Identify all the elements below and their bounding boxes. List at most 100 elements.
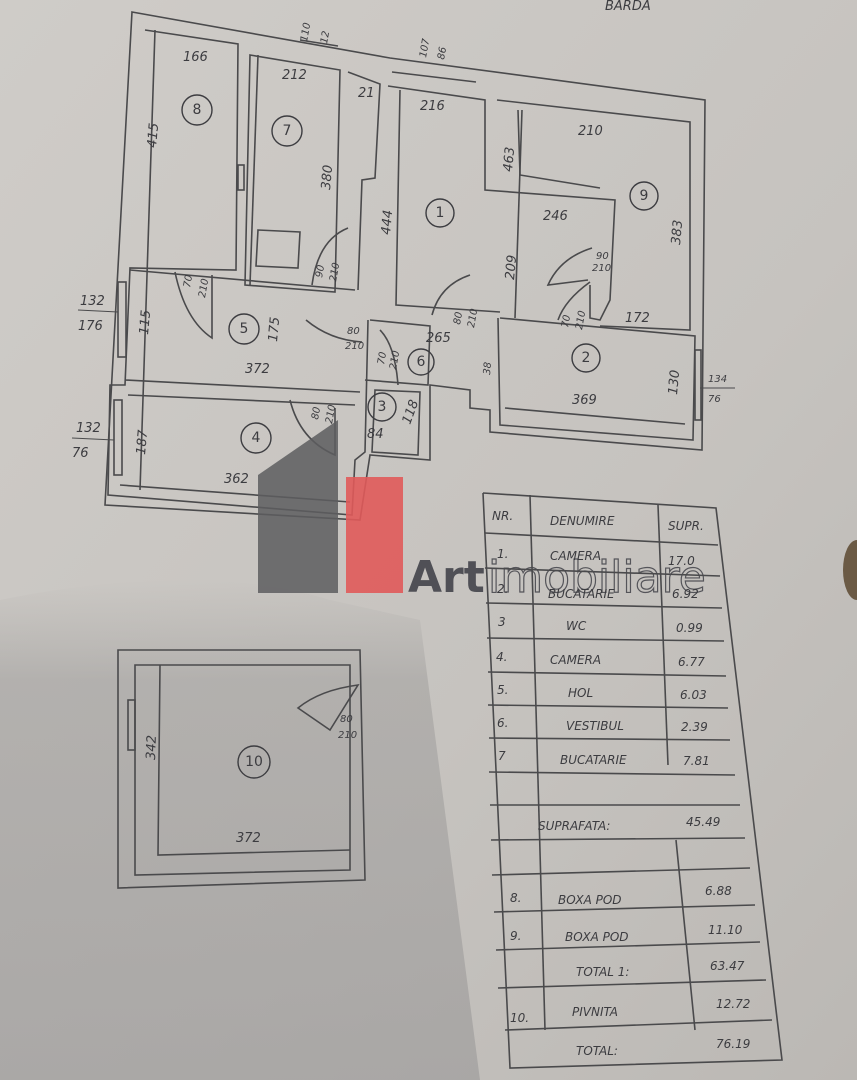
plan-label: 2 (582, 350, 591, 366)
plan-label: 90 (596, 251, 609, 262)
plan-label: 90 (314, 264, 327, 278)
plan-label: 110 (299, 22, 313, 43)
plan-label: 210 (324, 404, 338, 425)
table-row: 2. BUCATARIE 6.92 (497, 582, 699, 601)
plan-label: BUCATARIE (560, 753, 627, 767)
plan-label: TOTAL: (576, 1044, 618, 1058)
plan-label: 7.81 (683, 754, 710, 768)
plan-label: 80 (347, 326, 360, 337)
plan-label: 187 (134, 429, 151, 456)
plan-label: 80 (310, 406, 323, 420)
plan-label: 21 (358, 86, 375, 101)
plan-label: 172 (625, 311, 650, 326)
plan-label: 11.10 (708, 923, 743, 937)
plan-label: 362 (224, 472, 249, 487)
plan-label: 6. (497, 716, 508, 730)
room-2: 2 (571, 343, 601, 373)
door-swings (174, 227, 593, 732)
plan-label: 76 (72, 446, 89, 461)
plan-label: 212 (282, 68, 307, 83)
dimension-labels: 166 212 21 216 210 463 246 209 383 172 3… (134, 50, 686, 846)
table-row-total1: TOTAL 1:63.47 (576, 959, 745, 979)
plan-label: 63.47 (710, 959, 745, 973)
plan-label: 1. (497, 547, 508, 561)
plan-label: 210 (197, 278, 211, 299)
room-10: 10 (237, 745, 271, 779)
plan-label: 166 (183, 50, 208, 65)
plan-label: 210 (574, 310, 588, 331)
plan-label: 2. (497, 582, 508, 596)
plan-label: 216 (420, 99, 445, 114)
plan-label: 3 (378, 399, 387, 415)
plan-label: 372 (236, 831, 261, 846)
plan-label: 6 (417, 354, 426, 370)
plan-label: 1 (436, 205, 445, 221)
plan-label: 107 (418, 37, 432, 58)
plan-label: BOXA POD (565, 930, 629, 944)
logo-red-shape (346, 477, 403, 593)
room-1: 1 (425, 198, 455, 228)
plan-label: BOXA POD (558, 893, 622, 907)
plan-label: BUCATARIE (548, 587, 615, 601)
plan-label: 6.03 (680, 688, 707, 702)
plan-label: 210 (328, 262, 342, 283)
logo-gray-shape (258, 420, 338, 593)
plan-label: HOL (568, 686, 593, 700)
plan-label: 9. (510, 929, 521, 943)
plan-label: 210 (388, 350, 402, 371)
table-row-total: TOTAL: 76.19 (576, 1037, 750, 1058)
plan-label: 265 (426, 331, 451, 346)
room-labels: 1 2 3 4 5 6 7 8 9 10 (181, 94, 659, 779)
finger (843, 540, 857, 600)
plan-label: 372 (245, 362, 270, 377)
plan-label: 38 (482, 362, 494, 376)
plan-label: NR. (492, 509, 513, 523)
plan-label: 444 (379, 209, 396, 235)
plan-label: 210 (578, 124, 603, 139)
table-row-suprafata: SUPRAFATA:45.49 (538, 815, 720, 833)
room-3: 3 (367, 392, 397, 422)
plan-label: 4. (496, 650, 507, 664)
plan-label: 76 (708, 394, 721, 405)
plan-label: 4 (252, 430, 261, 446)
plan-label: 12.72 (716, 997, 750, 1011)
plan-label: 76.19 (716, 1037, 750, 1051)
plan-label: 17.0 (668, 554, 695, 568)
plan-label: PIVNITA (572, 1005, 618, 1019)
plan-label: 342 (144, 735, 160, 760)
logo-text-light: imobiliare (488, 552, 706, 603)
plan-label: 210 (345, 341, 364, 352)
plan-label: 115 (137, 309, 154, 335)
plan-label: 86 (436, 46, 449, 60)
plan-label: 0.99 (676, 621, 703, 635)
plan-label: 176 (78, 319, 103, 334)
plan-label: 6.92 (672, 587, 699, 601)
plan-label: 3 (498, 615, 506, 629)
plan-label: 246 (543, 209, 568, 224)
logo-text-bold: Art (408, 552, 485, 603)
plan-label: 8 (193, 102, 202, 118)
plan-label: 132 (76, 421, 101, 436)
plan-label: 210 (338, 730, 357, 741)
plan-label: 10. (510, 1011, 529, 1025)
plan-label: 84 (367, 427, 384, 442)
plan-label: 210 (466, 308, 480, 329)
plan-label: 45.49 (686, 815, 720, 829)
room-7: 7 (271, 115, 303, 147)
plan-label: 6.88 (705, 884, 732, 898)
plan-label: 175 (266, 316, 283, 342)
plan-label: 80 (340, 714, 353, 725)
room-5: 5 (228, 313, 260, 345)
room-9: 9 (629, 181, 659, 211)
plan-label: 5 (240, 321, 249, 337)
shadow (0, 580, 480, 1080)
plan-label: 130 (666, 369, 683, 395)
plan-label: 415 (145, 122, 162, 148)
plan-label: 2.39 (681, 720, 708, 734)
